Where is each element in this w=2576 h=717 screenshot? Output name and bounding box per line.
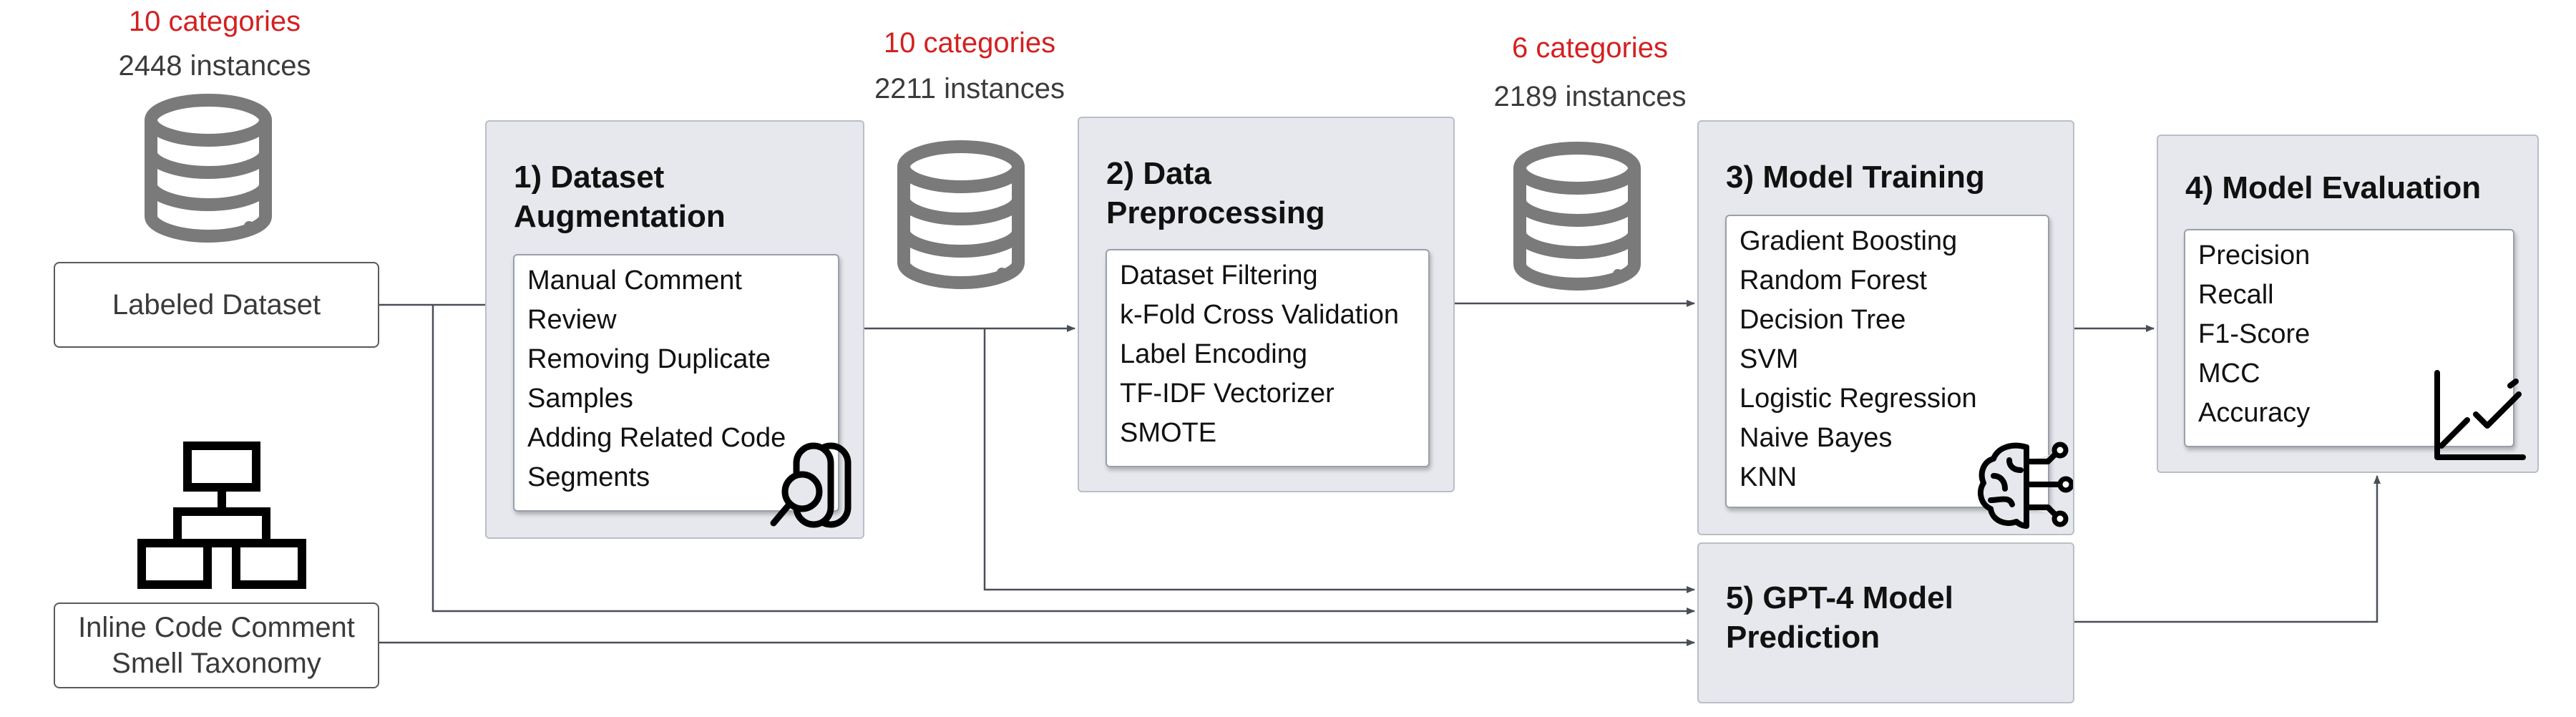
database-icon bbox=[1513, 142, 1641, 291]
training-model: KNN bbox=[1740, 462, 1797, 492]
preprocessing-step: k-Fold Cross Validation bbox=[1120, 300, 1400, 330]
brain-circuit-icon bbox=[1977, 442, 2073, 529]
evaluation-metrics-list: Precision Recall F1-Score MCC Accuracy bbox=[2184, 229, 2514, 447]
taxonomy-box: Inline Code Comment Smell Taxonomy bbox=[54, 603, 379, 688]
labeled-dataset-label: Labeled Dataset bbox=[112, 289, 321, 321]
magnifier-icon bbox=[770, 442, 852, 528]
stage-model-training: 3) Model Training Gradient Boosting Rand… bbox=[1697, 120, 2074, 535]
preprocessing-step: Dataset Filtering bbox=[1120, 260, 1318, 291]
labeled-dataset-box: Labeled Dataset bbox=[54, 262, 379, 348]
training-model: Gradient Boosting bbox=[1740, 226, 1958, 256]
preprocessing-step: TF-IDF Vectorizer bbox=[1120, 379, 1335, 409]
stage-augmentation-title-line1: 1) Dataset bbox=[514, 160, 665, 195]
augmented-categories-label: 10 categories bbox=[883, 27, 1056, 59]
source-instances-label: 2448 instances bbox=[118, 50, 311, 82]
stage-dataset-augmentation: 1) Dataset Augmentation Manual Comment R… bbox=[485, 120, 864, 539]
training-model: Naive Bayes bbox=[1740, 423, 1893, 453]
stage-evaluation-title: 4) Model Evaluation bbox=[2185, 170, 2482, 205]
evaluation-metric: MCC bbox=[2198, 358, 2260, 389]
stage-gpt4-title-line1: 5) GPT-4 Model bbox=[1726, 580, 1953, 615]
evaluation-metric: F1-Score bbox=[2198, 319, 2311, 349]
evaluation-metric: Recall bbox=[2198, 280, 2274, 310]
arrow-dataset-to-gpt4 bbox=[431, 305, 1695, 615]
arrow-augmentation-to-gpt4 bbox=[983, 328, 1695, 593]
stage-preprocessing-title-line1: 2) Data bbox=[1106, 156, 1211, 191]
preprocessing-steps-list: Dataset Filtering k-Fold Cross Validatio… bbox=[1106, 249, 1430, 467]
augmentation-step: Removing Duplicate bbox=[527, 344, 771, 374]
stage-gpt4-title: 5) GPT-4 Model Prediction bbox=[1726, 578, 1953, 657]
stage-augmentation-title-line2: Augmentation bbox=[514, 199, 726, 234]
stage-gpt4-prediction: 5) GPT-4 Model Prediction bbox=[1697, 542, 2074, 703]
augmentation-step: Samples bbox=[527, 384, 633, 414]
taxonomy-label-line2: Smell Taxonomy bbox=[112, 648, 321, 679]
training-model: SVM bbox=[1740, 344, 1799, 374]
augmentation-step: Manual Comment bbox=[527, 265, 742, 296]
augmentation-step: Segments bbox=[527, 462, 650, 492]
training-model: Logistic Regression bbox=[1740, 384, 1977, 414]
preprocessing-step: Label Encoding bbox=[1120, 339, 1307, 369]
preprocessing-step: SMOTE bbox=[1120, 418, 1217, 448]
hierarchy-icon bbox=[137, 442, 306, 589]
stage-augmentation-title: 1) Dataset Augmentation bbox=[514, 157, 726, 236]
augmentation-steps-list: Manual Comment Review Removing Duplicate… bbox=[513, 254, 839, 512]
arrow-gpt4-to-evaluation bbox=[2074, 475, 2381, 623]
training-models-list: Gradient Boosting Random Forest Decision… bbox=[1725, 215, 2049, 508]
stage-preprocessing-title-line2: Preprocessing bbox=[1106, 195, 1325, 230]
augmentation-step: Adding Related Code bbox=[527, 423, 786, 453]
training-model: Random Forest bbox=[1740, 265, 1927, 296]
preprocessed-categories-label: 6 categories bbox=[1512, 32, 1668, 64]
preprocessed-instances-label: 2189 instances bbox=[1493, 81, 1687, 112]
augmented-instances-label: 2211 instances bbox=[874, 73, 1065, 104]
stage-data-preprocessing: 2) Data Preprocessing Dataset Filtering … bbox=[1078, 117, 1455, 492]
chart-check-icon bbox=[2434, 370, 2526, 460]
training-model: Decision Tree bbox=[1740, 305, 1906, 335]
stage-gpt4-title-line2: Prediction bbox=[1726, 620, 1880, 655]
taxonomy-label-line1: Inline Code Comment bbox=[78, 612, 355, 643]
stage-training-title: 3) Model Training bbox=[1726, 160, 1985, 195]
evaluation-metric: Accuracy bbox=[2198, 398, 2311, 428]
evaluation-metric: Precision bbox=[2198, 240, 2311, 270]
database-icon bbox=[897, 140, 1025, 290]
stage-preprocessing-title: 2) Data Preprocessing bbox=[1106, 154, 1325, 233]
database-icon bbox=[145, 94, 272, 243]
augmentation-step: Review bbox=[527, 305, 617, 335]
source-categories-label: 10 categories bbox=[128, 6, 301, 37]
stage-model-evaluation: 4) Model Evaluation Precision Recall F1-… bbox=[2157, 135, 2539, 473]
